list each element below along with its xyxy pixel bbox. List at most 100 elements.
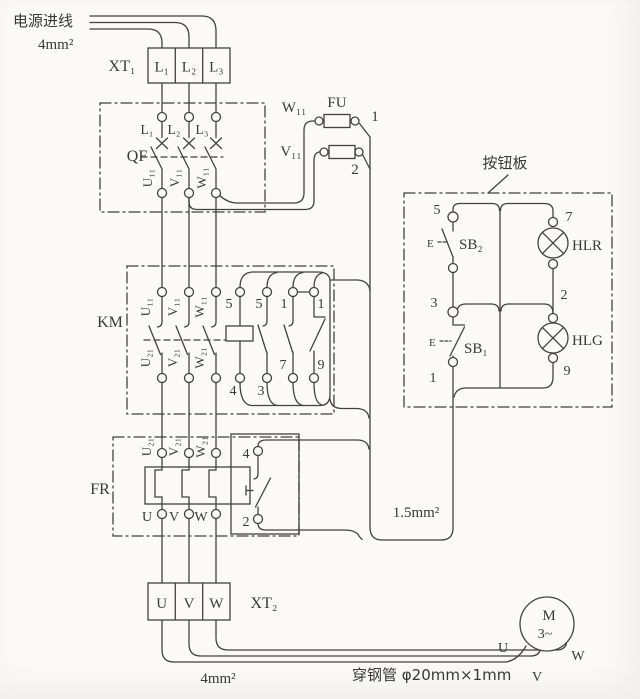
km-in-w11: W₁₁ [192,296,207,317]
control-wire-bundle [369,136,454,541]
xt1-cell-l2: L₂ [182,60,196,76]
fr-in-u21: U₂₁ [139,438,154,456]
fr-wire-2 [257,522,363,541]
fr-wire-4 [257,439,370,450]
km-in-u11: U₁₁ [138,298,153,316]
control-branch-wires [188,120,321,211]
panel-t7-label: 7 [566,210,573,225]
motor-feed-wires [161,619,568,663]
incoming-power-wires [89,15,217,49]
panel-t5-label: 5 [434,203,441,218]
source-size-label: 4mm² [38,37,74,53]
qf-out-v11: V₁₁ [167,169,182,187]
phase-wires-fr-to-xt2 [161,517,217,584]
km-aux-bot-9: 9 [318,358,325,373]
fr-heater-box [144,466,251,505]
fr-out-v: V [169,510,179,525]
xt2-cell-u: U [156,596,167,612]
breaker-qf [99,102,266,213]
labels: 电源进线 4mm² XT₁ L₁ L₂ L₃ L₁ L₂ L₃ QF U₁₁ V… [13,12,603,687]
km-in-v11: V₁₁ [165,298,180,316]
breaker-cross-marks [155,137,223,150]
hlr-lamp-icon [537,216,569,270]
motor-v-label: V [532,670,542,685]
thermal-relay-fr [112,433,370,541]
panel-title-pointer [487,174,509,194]
fr-nc-contact [245,445,272,525]
xt1-cell-l1: L₁ [154,60,168,76]
km-aux-bot-7: 7 [280,358,287,373]
panel-title: 按钮板 [482,154,527,172]
sb1-actuator-e: E [429,337,436,349]
sb2-button-icon [437,211,459,274]
qf-in-l1: L₁ [141,122,154,137]
hlg-lamp-icon [537,312,569,364]
contactor-km [126,265,371,419]
qf-out-u11: U₁₁ [140,169,155,187]
km-aux-top-1b: 1 [318,297,325,312]
km-aux-nc-contact [309,295,326,375]
panel-t3-label: 3 [431,296,438,311]
fr-heater-elements [154,456,217,511]
phase-wires-qf-to-km [161,196,217,289]
fu-out-2-label: 2 [351,162,359,178]
fr-out-w: W [194,510,208,525]
km-aux-top-1a: 1 [281,297,288,312]
xt2-cell-w: W [209,596,224,612]
breaker-blades [150,146,217,190]
km-out-u21: U₂₁ [138,349,153,367]
xt1-cell-l3: L₃ [209,60,223,76]
panel-internal-wiring [452,202,554,398]
fr-in-v21: V₂₁ [166,438,181,456]
fr-out-u: U [142,510,152,525]
km-aux-no-contacts [257,295,294,375]
fuse-2-icon [328,144,356,160]
hlg-label: HLG [572,333,603,349]
qf-in-l2: L₂ [168,122,181,137]
motor [519,596,575,652]
control-wire-size-label: 1.5mm² [393,505,440,521]
motor-circle-icon [519,596,575,652]
fu-wire-v11-label: V₁₁ [280,144,301,160]
motor-phase-label: 3~ [538,627,553,642]
km-aux-bot-3: 3 [258,384,265,399]
sb2-actuator-e: E [427,238,434,250]
source-label: 电源进线 [13,12,73,30]
motor-w-label: W [571,649,585,664]
bottom-size-label: 4mm² [200,671,236,687]
qf-label: QF [127,148,148,165]
motor-u-label: U [498,641,508,656]
fu-out-1-label: 1 [371,109,379,125]
hlr-label: HLR [572,238,602,254]
km-aux-top-5a: 5 [226,297,233,312]
fr-contact-4-label: 4 [243,447,250,462]
fr-contact-2-label: 2 [243,515,250,530]
km-out-v21: V₂₁ [165,349,180,367]
km-aux-bundle-routing [239,271,371,419]
xt1-label: XT₁ [109,58,136,75]
km-coil-icon [225,295,254,375]
fr-trip-hook-icon [245,485,254,496]
km-aux-bot-4: 4 [230,384,237,399]
panel-t2-label: 2 [561,288,568,303]
qf-in-l3: L₃ [196,122,209,137]
fu-wire-w11-label: W₁₁ [282,100,307,116]
km-out-w21: W₂₁ [192,347,207,368]
motor-m-label: M [542,608,555,624]
terminal-block-xt1 [147,47,231,114]
km-label: KM [97,314,123,331]
xt2-label: XT₂ [251,595,278,612]
fr-in-w21: W₂₁ [193,436,208,457]
fr-contact-box [230,433,300,535]
fuses-fu [314,113,371,170]
panel-t9-label: 9 [564,364,571,379]
km-aux-top-5b: 5 [256,297,263,312]
sb1-button-icon [439,316,466,368]
qf-out-w11: W₁₁ [194,167,209,188]
panel-t1-label: 1 [430,371,437,386]
fr-label: FR [90,481,110,498]
fu-label: FU [327,95,346,111]
sb1-label: SB₁ [464,341,488,357]
